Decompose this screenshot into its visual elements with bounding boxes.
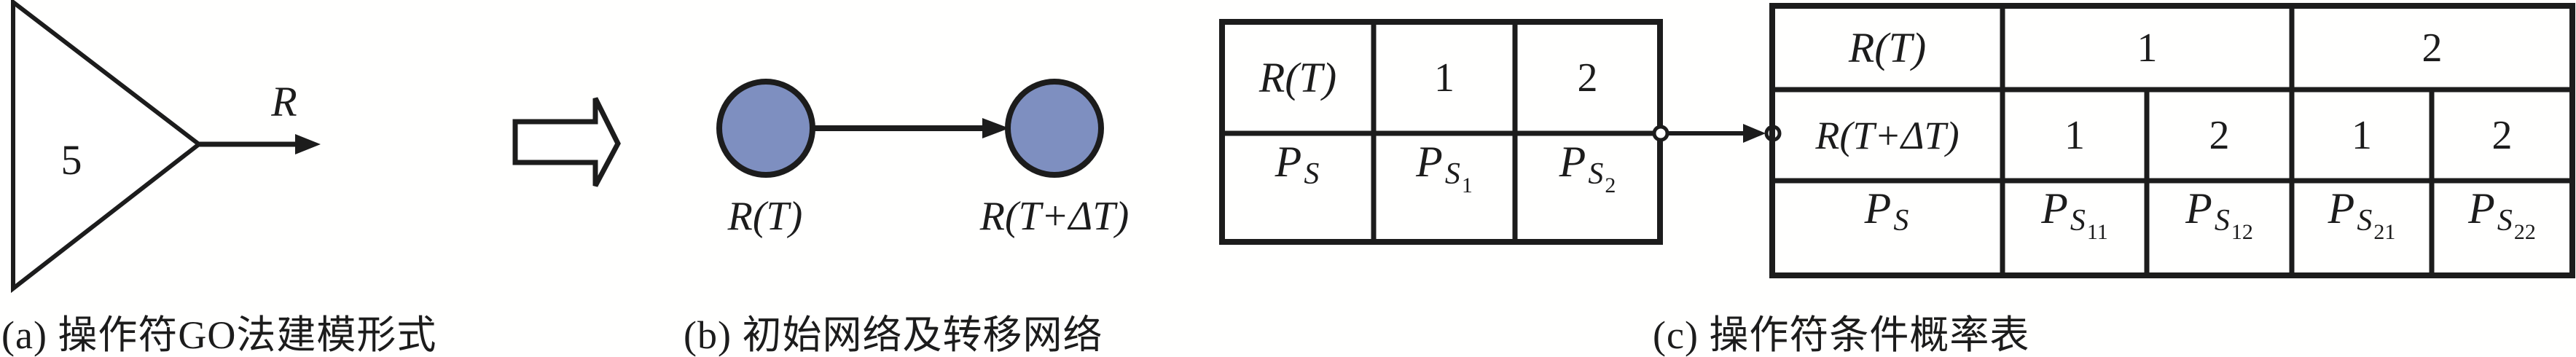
prob-symbol-base: P	[2185, 184, 2212, 232]
prob-symbol-index: 12	[2231, 220, 2253, 244]
conditional-table-subcell: 2	[2209, 112, 2230, 158]
conditional-table-group-2: 2	[2422, 25, 2443, 71]
prob-symbol-base: P	[1275, 138, 1302, 186]
transfer-node-circle	[1005, 79, 1104, 178]
operator-triangle-shape	[11, 0, 203, 294]
initial-table-header-2: 2	[1577, 55, 1598, 101]
conditional-table-subcell: 2	[2491, 112, 2513, 158]
conditional-table-group-1: 1	[2137, 25, 2158, 71]
transform-block-arrow-icon	[512, 97, 621, 187]
caption-b: (b) 初始网络及转移网络	[684, 313, 1103, 357]
output-arrow-label: R	[271, 77, 297, 125]
conditional-table-rtdt-label: R(T+ΔT)	[1815, 113, 1960, 157]
prob-symbol-base: P	[2328, 184, 2355, 232]
conditional-table-rt-label: R(T)	[1848, 24, 1927, 71]
initial-node-circle	[716, 79, 815, 178]
prob-symbol-base: P	[2041, 184, 2068, 232]
prob-symbol-sub: S	[2070, 204, 2086, 238]
prob-symbol-index: 11	[2086, 220, 2108, 244]
prob-symbol-sub: S	[1893, 204, 1909, 238]
node-transition-arrowhead-icon	[982, 118, 1009, 138]
prob-symbol-index: 2	[1605, 173, 1616, 197]
connector-start-circle-icon	[1652, 125, 1669, 142]
prob-symbol-index: 22	[2513, 220, 2536, 244]
prob-symbol-index: 21	[2373, 220, 2396, 244]
prob-symbol-sub: S	[1304, 157, 1320, 191]
initial-node-label: R(T)	[727, 194, 803, 239]
prob-symbol-index: 1	[1461, 173, 1473, 197]
initial-table-header-1: 1	[1434, 55, 1455, 101]
conditional-table-subcell: 1	[2064, 112, 2085, 158]
conditional-table-subcell: 1	[2352, 112, 2372, 158]
prob-symbol-base: P	[1559, 138, 1586, 186]
operator-number: 5	[60, 136, 82, 184]
transfer-node-label: R(T+ΔT)	[979, 194, 1130, 239]
prob-symbol-base: P	[1864, 184, 1892, 232]
prob-symbol-sub: S	[2497, 204, 2513, 238]
caption-c: (c) 操作符条件概率表	[1653, 313, 2030, 357]
output-arrowhead-icon	[295, 134, 321, 154]
prob-symbol-sub: S	[2357, 204, 2373, 238]
prob-symbol-base: P	[2468, 184, 2495, 232]
prob-symbol-sub: S	[1444, 157, 1460, 191]
initial-table-header-rt: R(T)	[1258, 54, 1337, 101]
table-connector-arrowhead-icon	[1743, 124, 1766, 143]
conditional-table-border	[1769, 3, 2575, 278]
prob-symbol-sub: S	[1588, 157, 1604, 191]
caption-a: (a) 操作符GO法建模形式	[1, 313, 437, 357]
prob-symbol-sub: S	[2214, 204, 2230, 238]
prob-symbol-base: P	[1416, 138, 1443, 186]
